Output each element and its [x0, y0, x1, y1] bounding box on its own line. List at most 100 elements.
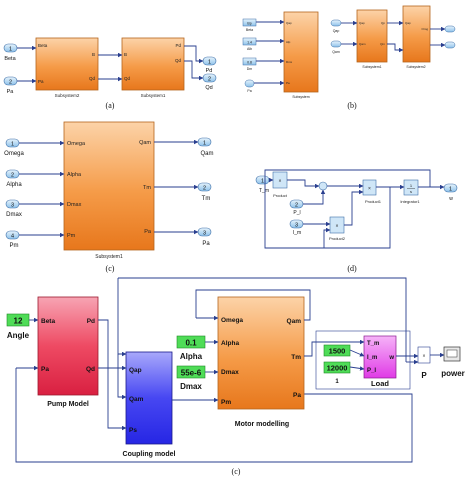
load-in-tm: T_m: [367, 341, 379, 347]
angle-const-value: 12: [14, 317, 23, 326]
inport-dmax-c-num: 3: [11, 203, 14, 209]
subsystem-b-in-4: Pa: [286, 81, 290, 85]
wire-e-top-loop: [118, 277, 407, 362]
pump-in-beta: Beta: [41, 318, 55, 325]
subsystem1-block-c[interactable]: [63, 121, 155, 251]
wire-e-pa-out: [304, 393, 413, 400]
load-group-frame: [315, 330, 411, 390]
alpha-label: Alpha: [180, 352, 203, 361]
subsystem2-b-out-1: Omg: [421, 27, 428, 31]
subsystem1-a-name: Subsystem1: [141, 93, 166, 98]
subsystem2-b-in-1: Qap: [405, 21, 411, 25]
wire-e-pd-ps: [98, 319, 127, 431]
subsystem1-b-out-2: Qm: [380, 42, 385, 46]
panel-b: Bp Beta 1.4 Alb 0.8 Dm Pa Qap Alp Dmx Pa…: [242, 5, 456, 110]
subsystem2-b-name: Subsystem2: [406, 65, 425, 69]
subsystem1-a-in-qd: Qd: [124, 76, 131, 81]
subsystem2-a-out-b: B: [92, 52, 95, 57]
panel-d: 1 T_m 2 P_l 3 I_m × Product × Product1 1…: [255, 169, 458, 273]
scope-screen-icon: [446, 349, 458, 358]
subsystem1-c-out-pa: Pa: [144, 229, 152, 235]
scope-power-label: power: [441, 369, 465, 378]
inport-tm-d-num: 1: [261, 179, 264, 185]
subsystem1-b-name: Subsystem1: [362, 65, 381, 69]
wire-e-qam-coupling: [117, 354, 127, 400]
wire-d-2: [287, 179, 320, 189]
load-block[interactable]: [363, 335, 397, 379]
subsystem2-block-a[interactable]: [35, 37, 99, 91]
panel-e: 12 Angle Beta Pa Pd Qd Pump Model Qap Qa…: [6, 277, 465, 476]
caption-a: (a): [106, 101, 115, 110]
inport-b-1-name: Beta: [246, 28, 253, 32]
pl-const-sub: 1: [335, 379, 339, 385]
inport-b-2[interactable]: [242, 37, 257, 46]
inport-pl-d-label: P_l: [293, 210, 300, 216]
subsystem-b-in-2: Alp: [286, 40, 291, 44]
pl-const-value: 12000: [327, 364, 348, 373]
inport-pl-d-num: 2: [295, 203, 298, 209]
inport-pa-a-num: 2: [9, 80, 12, 86]
caption-d: (d): [347, 264, 357, 273]
motor-in-omega: Omega: [221, 317, 243, 324]
wire-e-qam-loop: [302, 289, 311, 321]
inport-b-4-name: Pa: [247, 89, 251, 93]
inport-b-2-label: 1.4: [247, 41, 252, 45]
subsystem-b-name: Subsystem: [292, 95, 309, 99]
inport-im-d-label: I_m: [293, 230, 301, 236]
load-in-pl: P_l: [367, 368, 376, 374]
pump-model-block[interactable]: [37, 296, 99, 396]
outport-tm-c-num: 2: [203, 186, 206, 192]
midport-b-1[interactable]: [330, 19, 342, 27]
integrator-d-den: s: [410, 189, 412, 194]
coupling-in-qap: Qap: [129, 367, 142, 374]
inport-b-3-label: 0.8: [247, 61, 252, 65]
inport-alpha-c-label: Alpha: [6, 182, 22, 188]
inport-b-4[interactable]: [244, 79, 255, 88]
angle-label: Angle: [7, 331, 30, 340]
outport-qd-a-label: Qd: [205, 85, 212, 91]
subsystem1-b-in-1: Qap: [359, 21, 365, 25]
subsystem1-a-in-b: B: [124, 52, 127, 57]
subsystem1-block-a[interactable]: [121, 37, 185, 91]
subsystem1-block-b[interactable]: [356, 9, 388, 63]
coupling-model-name: Coupling model: [123, 451, 176, 458]
subsystem1-c-in-dmax: Dmax: [67, 202, 82, 208]
inport-pm-c-label: Pm: [10, 243, 19, 249]
wire-b-8: [387, 43, 404, 53]
subsystem-block-b[interactable]: [283, 11, 319, 93]
inport-omega-c-label: Omega: [4, 151, 24, 157]
pump-in-pa: Pa: [41, 366, 49, 373]
pump-out-qd: Qd: [86, 366, 95, 373]
inport-b-3[interactable]: [242, 57, 257, 66]
pl-const[interactable]: [323, 361, 351, 374]
load-out-w: w: [388, 355, 394, 361]
motor-modelling-block[interactable]: [217, 296, 305, 410]
im-const[interactable]: [323, 344, 351, 357]
outport-b-1[interactable]: [444, 25, 456, 33]
inport-b-1[interactable]: [242, 18, 257, 27]
subsystem2-a-name: Subsystem2: [55, 93, 80, 98]
wire-d-8: [344, 189, 364, 226]
im-const-value: 1500: [329, 347, 346, 356]
inport-b-2-name: Alb: [247, 47, 252, 51]
outport-b-2[interactable]: [444, 41, 456, 49]
product2-d-sign: ×: [336, 224, 339, 230]
wire-d-3: [303, 189, 326, 205]
outport-qam-c-num: 1: [203, 141, 206, 147]
inport-omega-c-num: 1: [11, 142, 14, 148]
subsystem2-block-b[interactable]: [402, 5, 431, 63]
inport-b-1-label: Bp: [247, 22, 251, 26]
coupling-model-block[interactable]: [125, 351, 173, 445]
subsystem1-a-out-qd: Qd: [175, 58, 182, 63]
integrator-d-num: 1: [410, 183, 413, 188]
midport-b-2[interactable]: [330, 40, 342, 48]
wire-e-pl: [349, 366, 365, 371]
coupling-in-qam: Qam: [129, 396, 144, 403]
outport-tm-c-label: Tm: [202, 196, 211, 202]
inport-tm-d-label: T_m: [259, 188, 269, 194]
pump-model-name: Pump Model: [47, 401, 89, 408]
outport-w-d-num: 1: [449, 187, 452, 193]
wire-a-5: [184, 45, 204, 64]
sum-block-d[interactable]: [318, 181, 328, 191]
wire-e-im: [349, 349, 365, 357]
